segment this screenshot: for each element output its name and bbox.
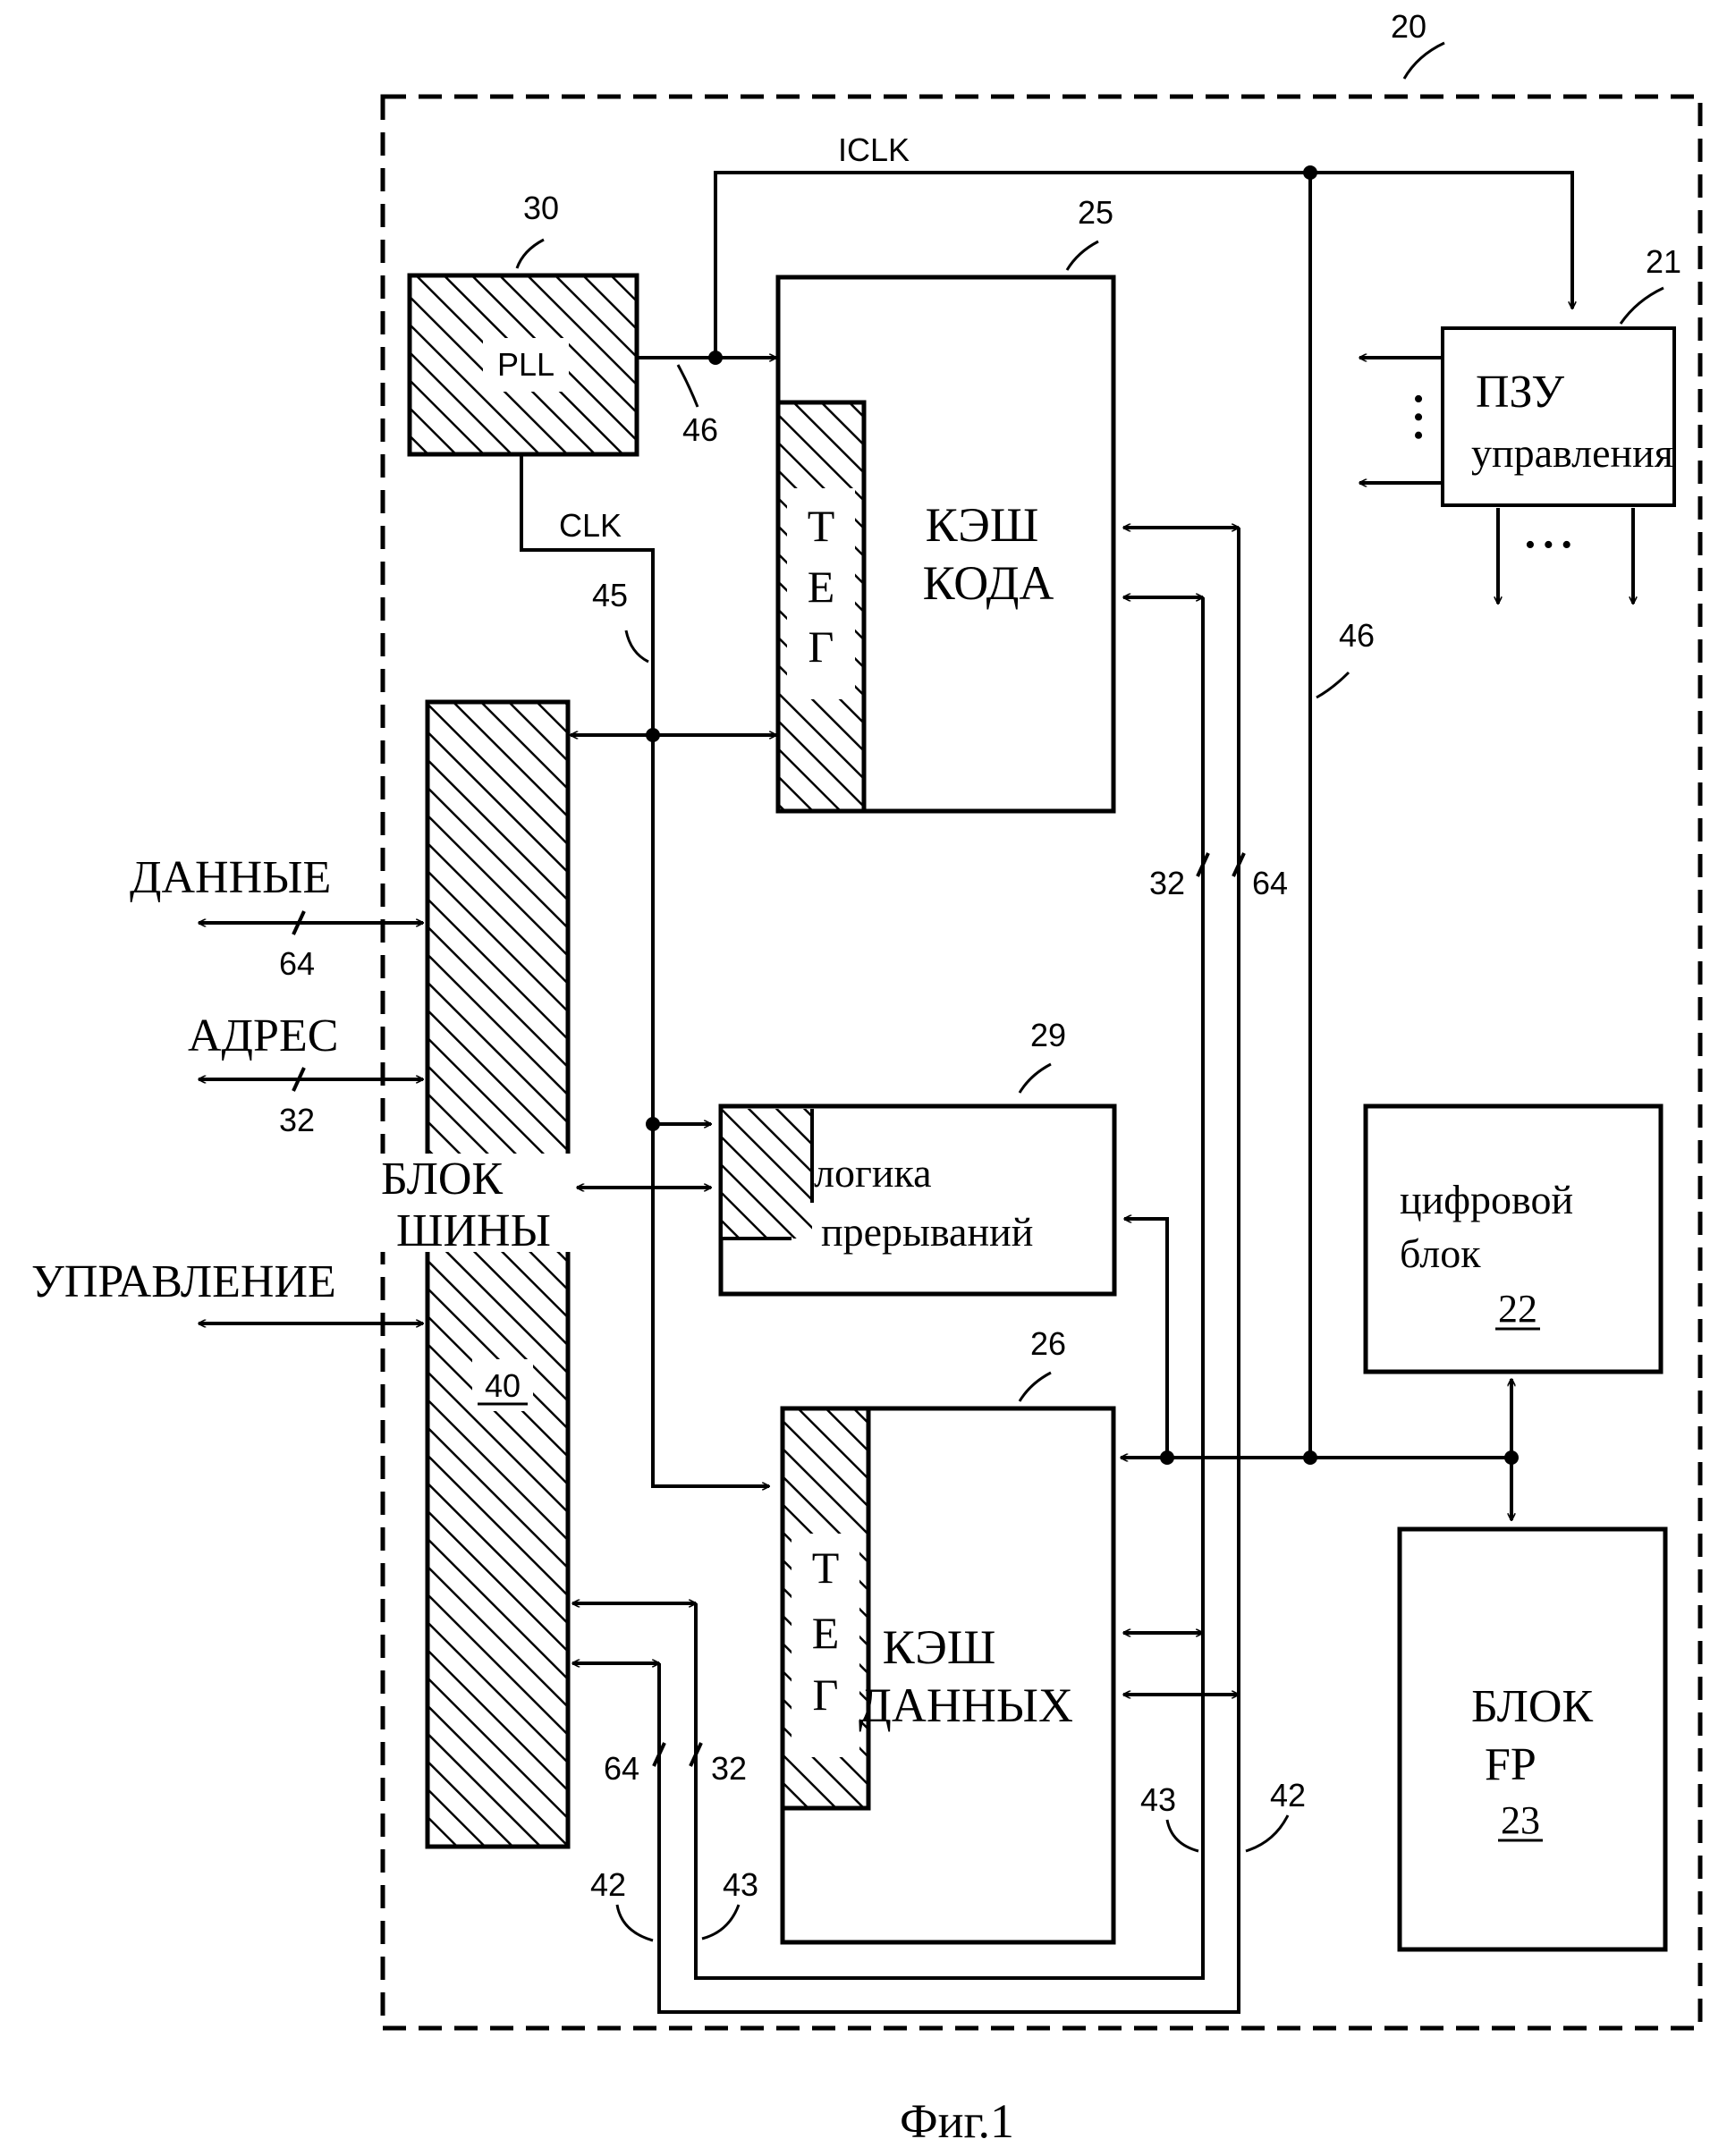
data-label: ДАННЫЕ	[130, 852, 331, 903]
interrupt-logic-hatch	[723, 1109, 812, 1239]
code-tag-t: Т	[808, 501, 835, 551]
leader-bus-43-right	[1167, 1820, 1198, 1851]
ref-bus-43-left: 43	[723, 1866, 758, 1903]
leader-chip	[1404, 43, 1444, 79]
interrupt-line1: логика	[814, 1150, 932, 1196]
code-cache-line1: КЭШ	[926, 498, 1039, 552]
leader-code-cache	[1067, 241, 1098, 270]
fp-unit-line2: FP	[1485, 1739, 1537, 1790]
data-tag-g: Г	[813, 1670, 839, 1720]
code-tag-e: Е	[808, 562, 835, 612]
width-data-bus-32: 32	[711, 1750, 747, 1787]
ref-interrupt: 29	[1030, 1017, 1066, 1053]
ref-pll: 30	[523, 190, 559, 226]
leader-pll	[517, 240, 544, 268]
ref-fp-unit: 23	[1501, 1798, 1540, 1842]
width-data-64: 64	[279, 945, 315, 982]
code-tag-g: Г	[808, 621, 834, 672]
leader-rom	[1621, 288, 1664, 324]
bus-unit-line1: БЛОК	[381, 1154, 503, 1205]
fp-unit-line1: БЛОК	[1471, 1681, 1593, 1732]
ref-data-cache: 26	[1030, 1325, 1066, 1362]
ref-rom: 21	[1646, 243, 1681, 280]
ref-bus-43-right: 43	[1140, 1781, 1176, 1818]
rom-line2: управления	[1471, 430, 1673, 476]
leader-interrupt	[1020, 1064, 1051, 1093]
address-label: АДРЕС	[188, 1010, 338, 1061]
bus-unit-line2: ШИНЫ	[396, 1205, 551, 1256]
iclk-label: ICLK	[838, 131, 910, 168]
ref-clk-45: 45	[592, 577, 628, 613]
width-data-bus-64: 64	[604, 1750, 639, 1787]
ref-iclk-46: 46	[1339, 617, 1375, 654]
leader-bus-42-right	[1246, 1815, 1288, 1851]
leader-data-cache	[1020, 1373, 1051, 1401]
digital-unit-line1: цифровой	[1400, 1177, 1573, 1222]
rom-dots-horizontal: • • •	[1525, 528, 1572, 562]
data-cache-line1: КЭШ	[883, 1620, 996, 1674]
rom-dots-vertical: • • •	[1401, 393, 1435, 441]
leader-clk	[626, 630, 648, 662]
interrupt-line2: прерываний	[821, 1209, 1033, 1255]
ref-code-cache: 25	[1078, 194, 1113, 231]
ref-digital-unit: 22	[1498, 1287, 1537, 1331]
pll-label: PLL	[497, 346, 555, 383]
data-tag-t: Т	[812, 1543, 840, 1593]
leader-iclk	[1316, 672, 1349, 698]
leader-bus-43-left	[702, 1905, 739, 1939]
ref-bus-42-left: 42	[590, 1866, 626, 1903]
ref-bus-unit: 40	[485, 1367, 521, 1404]
leader-pll-out	[678, 365, 698, 407]
ref-chip: 20	[1391, 8, 1426, 45]
clk-label: CLK	[559, 507, 622, 544]
width-code-32: 32	[1149, 865, 1185, 901]
code-cache-line2: КОДА	[923, 556, 1054, 610]
digital-unit-line2: блок	[1400, 1230, 1481, 1276]
control-label: УПРАВЛЕНИЕ	[31, 1256, 336, 1307]
bus-to-interrupt	[1124, 1219, 1167, 1458]
bus-unit-block	[428, 702, 568, 1847]
data-cache-line2: ДАННЫХ	[859, 1678, 1073, 1732]
width-code-64: 64	[1252, 865, 1288, 901]
ref-pll-out-46: 46	[682, 411, 718, 448]
width-address-32: 32	[279, 1102, 315, 1138]
leader-bus-42-left	[617, 1905, 653, 1940]
rom-line1: ПЗУ	[1476, 367, 1564, 418]
ref-bus-42-right: 42	[1270, 1777, 1306, 1814]
figure-caption: Фиг.1	[900, 2094, 1014, 2148]
data-tag-e: Е	[812, 1608, 840, 1658]
